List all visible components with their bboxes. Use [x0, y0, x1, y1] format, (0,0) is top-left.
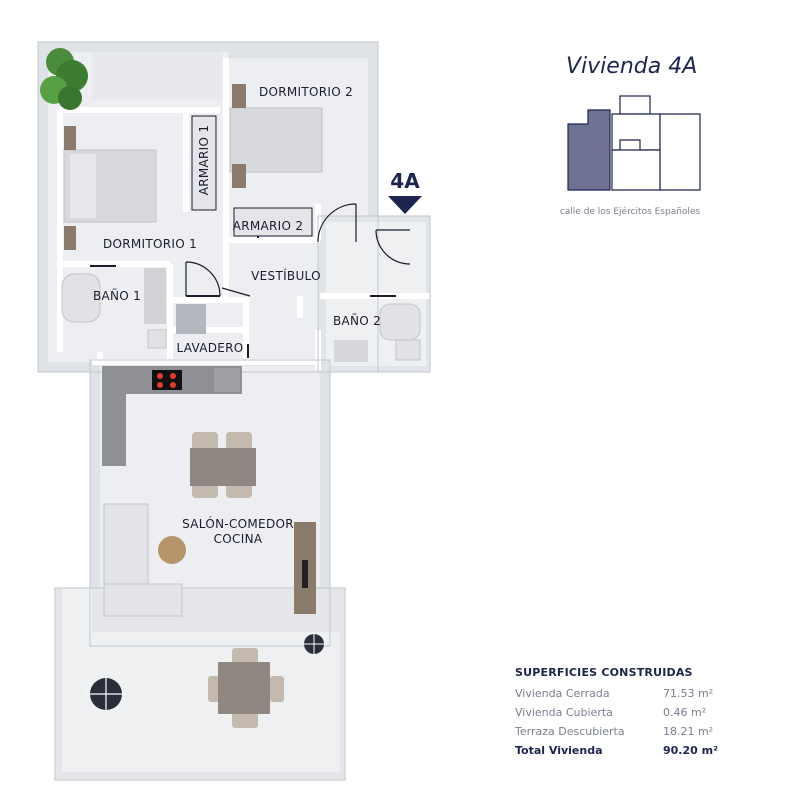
area-total-row: Total Vivienda 90.20 m² [515, 741, 725, 760]
room-label-bano-2: BAÑO 2 [333, 313, 381, 328]
area-label: Vivienda Cubierta [515, 706, 613, 719]
entry-arrow-icon [388, 196, 422, 214]
bano-1-fixtures [61, 268, 167, 349]
tv-unit [294, 522, 316, 614]
door-swings [185, 203, 411, 297]
room-label-vestibulo: VESTÍBULO [251, 268, 321, 283]
bed-dormitorio-2 [229, 84, 323, 188]
areas-table: SUPERFICIES CONSTRUIDAS Vivienda Cerrada… [515, 666, 725, 760]
unit-title: Vivienda 4A [566, 54, 698, 79]
armario-2-closet [233, 207, 313, 237]
area-value: 18.21 m² [663, 725, 714, 738]
entry-marker: 4A [388, 169, 422, 214]
area-label: Terraza Descubierta [515, 725, 625, 738]
area-total-label: Total Vivienda [515, 744, 603, 757]
key-plan [567, 95, 701, 191]
bano-2-fixtures [334, 303, 421, 362]
bed-dormitorio-1 [63, 126, 157, 250]
area-total-value: 90.20 m² [663, 744, 718, 757]
street-name: calle de los Ejércitos Españoles [559, 207, 701, 217]
area-label: Vivienda Cerrada [515, 687, 610, 700]
area-value: 71.53 m² [663, 687, 714, 700]
room-label-dormitorio-1: DORMITORIO 1 [103, 237, 197, 251]
sofa [103, 503, 186, 617]
drain-icon [86, 674, 126, 714]
area-row: Vivienda Cubierta 0.46 m² [515, 703, 725, 722]
area-row: Terraza Descubierta 18.21 m² [515, 722, 725, 741]
room-label-salon-line-1: SALÓN-COMEDOR [182, 516, 294, 531]
entry-marker-label: 4A [390, 169, 420, 193]
armario-1-closet [191, 115, 217, 211]
areas-title: SUPERFICIES CONSTRUIDAS [515, 666, 693, 679]
kitchen-counter [102, 366, 242, 466]
unit-highlight [567, 109, 611, 191]
terrace-table [208, 648, 284, 728]
room-label-dormitorio-2: DORMITORIO 2 [259, 85, 353, 99]
room-label-bano-1: BAÑO 1 [93, 288, 141, 303]
area-value: 0.46 m² [663, 706, 707, 719]
dining-table [190, 432, 256, 498]
room-label-lavadero: LAVADERO [176, 341, 243, 355]
column-icon [302, 632, 326, 656]
plant-icon [40, 48, 88, 110]
room-labels: DORMITORIO 1 DORMITORIO 2 ARMARIO 1 ARMA… [93, 85, 381, 546]
lavadero-appliance [176, 304, 206, 334]
room-label-armario-2: ARMARIO 2 [233, 219, 304, 233]
area-row: Vivienda Cerrada 71.53 m² [515, 684, 725, 703]
room-label-salon-line-2: COCINA [214, 532, 263, 546]
room-label-armario-1: ARMARIO 1 [197, 125, 211, 196]
